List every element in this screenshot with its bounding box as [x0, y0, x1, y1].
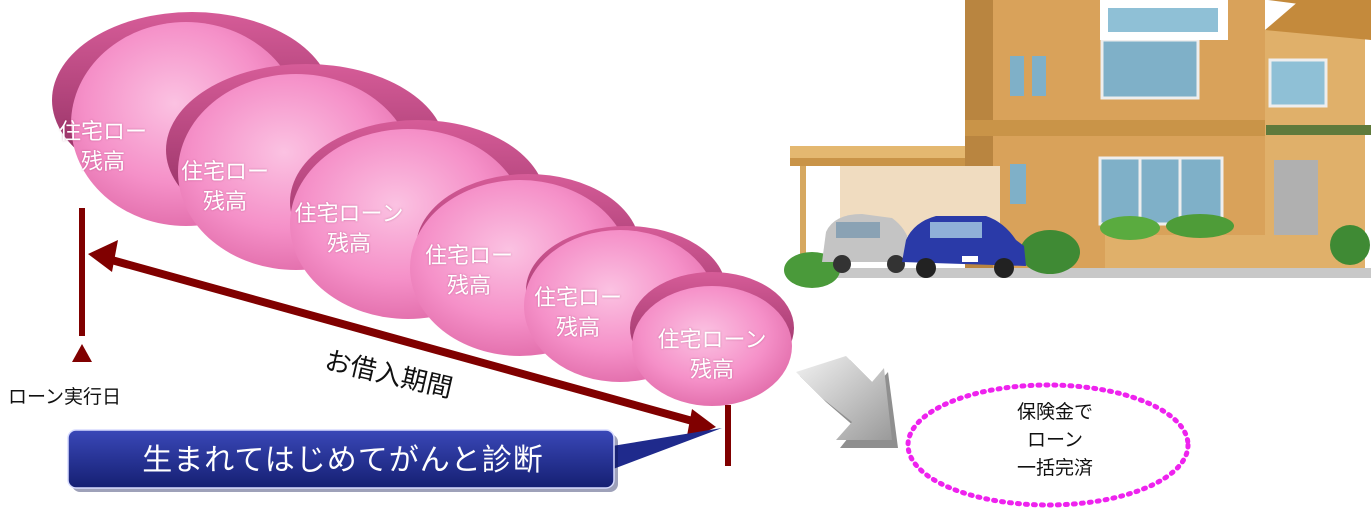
balance-label-line2: 残高 [80, 150, 125, 175]
payoff-line2: ローン [1026, 429, 1084, 451]
loan-balance-disc-6 [630, 272, 794, 406]
balance-label-6: 住宅ローン 残高 [640, 326, 784, 386]
payoff-text: 保険金で ローン 一括完済 [1003, 398, 1107, 482]
payoff-line3: 一括完済 [1016, 457, 1093, 479]
balance-label-line1: 住宅ローン [294, 202, 404, 227]
balance-label-2: 住宅ロー 残高 [170, 158, 280, 218]
payoff-line1: 保険金で [1016, 401, 1093, 423]
balance-label-line2: 残高 [446, 274, 491, 299]
loan-start-marker [72, 344, 92, 362]
balance-label-line2: 残高 [202, 190, 247, 215]
balance-label-line2: 残高 [555, 316, 600, 341]
balance-label-1: 住宅ロー 残高 [48, 118, 158, 178]
balance-label-line2: 残高 [689, 358, 734, 383]
balance-label-line1: 住宅ロー [533, 286, 622, 311]
balance-label-4: 住宅ロー 残高 [414, 242, 524, 302]
diagnosis-callout [67, 428, 722, 492]
balance-label-line1: 住宅ロー [58, 120, 147, 145]
payoff-arrow [796, 356, 898, 448]
balance-label-3: 住宅ローン 残高 [284, 200, 414, 260]
balance-label-line2: 残高 [326, 232, 371, 257]
balance-label-5: 住宅ロー 残高 [528, 284, 628, 344]
diagnosis-callout-text: 生まれてはじめてがんと診断 [142, 443, 544, 478]
loan-start-label: ローン実行日 [8, 386, 122, 408]
balance-label-line1: 住宅ロー [180, 160, 269, 185]
balance-label-line1: 住宅ローン [657, 328, 767, 353]
house-illustration [784, 0, 1371, 288]
balance-label-line1: 住宅ロー [424, 244, 513, 269]
payoff-bubble [905, 382, 1191, 508]
